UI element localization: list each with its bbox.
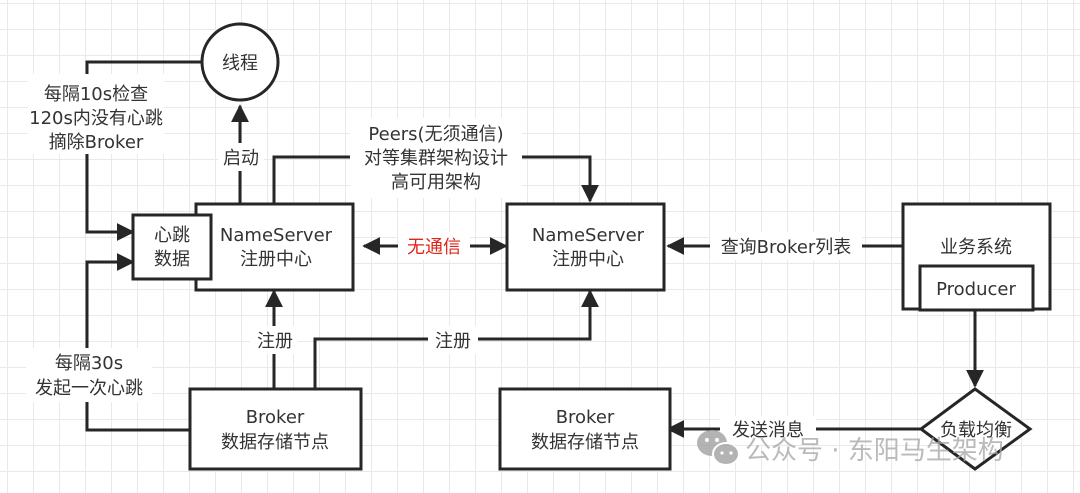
load-balance-label: 负载均衡 [940,420,1012,441]
register-right-label: 注册 [435,331,471,352]
broker-right-subtitle: 数据存储节点 [531,432,639,453]
peers-label-line2: 对等集群架构设计 [364,148,508,169]
thread-circle [200,22,280,102]
peers-label-line3: 高可用架构 [391,172,481,193]
check-label-bg [28,74,164,154]
business-system-label: 业务系统 [940,237,1012,258]
broker-right-box [498,387,672,471]
broker-left-node: Broker 数据存储节点 [188,387,363,471]
heartbeat-label-line2: 发起一次心跳 [35,378,143,399]
check-label-line3: 摘除Broker [49,132,144,153]
load-balance-node: 负载均衡 [918,387,1033,471]
nameserver-left-title: NameServer [220,225,333,246]
peers-label-bg [350,118,522,198]
thread-node: 线程 [200,22,280,102]
start-label-bg [218,143,264,171]
heartbeat-label-line1: 每隔30s [55,353,123,374]
broker-left-box [188,387,363,471]
broker-left-title: Broker [246,407,305,428]
heartbeat-data-box [131,213,213,281]
nameserver-left-subtitle: 注册中心 [240,249,312,270]
business-system-node: 业务系统 Producer [901,202,1052,312]
register-right-label-bg [428,326,478,354]
query-broker-list-label: 查询Broker列表 [721,237,852,258]
heartbeat-data-node: 心跳 数据 [131,213,213,281]
no-communication-label: 无通信 [407,237,461,258]
register-left-label: 注册 [257,331,293,352]
wechat-icon [697,430,740,466]
heartbeat-label-bg [26,348,152,402]
no-comm-label-bg [398,232,470,260]
heartbeat-data-line2: 数据 [154,249,190,270]
broker-right-node: Broker 数据存储节点 [498,387,672,471]
nameserver-right-node: NameServer 注册中心 [505,202,666,292]
query-label-bg [710,232,862,260]
load-balance-diamond [918,387,1033,471]
peers-label-line1: Peers(无须通信) [368,124,503,145]
broker-left-subtitle: 数据存储节点 [221,432,329,453]
start-label: 启动 [223,148,259,169]
broker-right-title: Broker [556,407,615,428]
send-message-label: 发送消息 [732,420,804,441]
check-label-line1: 每隔10s检查 [44,84,148,105]
thread-label: 线程 [222,53,258,74]
watermark-text: 公众号 · 东阳马生架构 [745,436,1004,466]
producer-label: Producer [936,279,1016,300]
producer-box [918,264,1035,312]
nameserver-right-subtitle: 注册中心 [552,249,624,270]
nameserver-right-title: NameServer [532,225,645,246]
heartbeat-data-line1: 心跳 [154,225,190,246]
send-label-bg [720,416,816,444]
nameserver-right-box [505,202,666,292]
check-label-line2: 120s内没有心跳 [29,108,163,129]
watermark: 公众号 · 东阳马生架构 [697,430,1004,466]
edge-broker-heartbeat-to-heartbeat-data [85,253,190,432]
nameserver-left-node: NameServer 注册中心 [194,202,355,292]
register-left-label-bg [250,326,298,354]
nameserver-left-box [194,202,355,292]
